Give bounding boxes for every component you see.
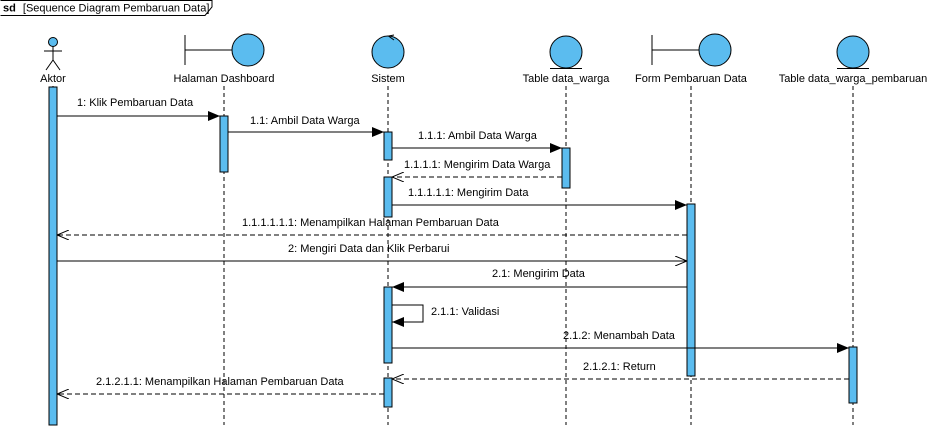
message-arrow [392, 304, 424, 327]
lifeline-label-form: Form Pembaruan Data [635, 73, 748, 85]
message-2-1-2-1[interactable]: 2.1.2.1: Return [392, 361, 849, 379]
message-1-1[interactable]: 1.1: Ambil Data Warga [228, 115, 384, 137]
boundary-icon [184, 33, 265, 67]
actor-icon [44, 37, 62, 71]
activation-sistem-1 [383, 131, 393, 161]
message-2-1-2-1-1[interactable]: 2.1.2.1.1: Menampilkan Halaman Pembaruan… [57, 376, 384, 394]
activations [48, 86, 858, 426]
activation-tbl-warga [561, 147, 571, 189]
lifeline-label-sistem: Sistem [371, 73, 405, 85]
activation-sistem-2 [383, 176, 393, 218]
lifeline-label-aktor: Aktor [40, 73, 66, 85]
activation-tbl-pembaruan [848, 346, 858, 404]
message-label: 2.1: Mengirim Data [492, 268, 586, 280]
frame-keyword: sd [3, 3, 16, 15]
frame-title: [Sequence Diagram Pembaruan Data] [23, 3, 210, 15]
message-1-1-1[interactable]: 1.1.1: Ambil Data Warga [392, 130, 562, 153]
lifeline-sistem[interactable]: Sistem [371, 34, 405, 425]
message-label: 1.1.1.1.1: Mengirim Data [408, 187, 529, 199]
message-1-1-1-1[interactable]: 1.1.1.1: Mengirim Data Warga [392, 159, 562, 177]
messages: 1: Klik Pembaruan Data 1.1: Ambil Data W… [57, 97, 849, 394]
message-label: 1: Klik Pembaruan Data [77, 97, 194, 109]
activation-dashboard [219, 115, 229, 173]
message-label: 2: Mengiri Data dan Klik Perbarui [288, 243, 449, 255]
lifeline-tbl-warga[interactable]: Table data_warga [523, 35, 611, 425]
message-1-1-1-1-1[interactable]: 1.1.1.1.1: Mengirim Data [392, 187, 687, 210]
lifelines: Aktor Halaman Dashboard Sistem [40, 33, 928, 425]
lifeline-label-dashboard: Halaman Dashboard [174, 73, 275, 85]
message-label: 1.1: Ambil Data Warga [250, 115, 361, 127]
message-label: 1.1.1: Ambil Data Warga [418, 130, 538, 142]
message-label: 2.1.1: Validasi [431, 306, 499, 318]
message-2-1-2[interactable]: 2.1.2: Menambah Data [392, 330, 849, 353]
activation-aktor [48, 86, 58, 426]
boundary-icon [651, 33, 732, 67]
message-label: 2.1.2.1.1: Menampilkan Halaman Pembaruan… [96, 376, 345, 388]
message-label: 1.1.1.1.1.1: Menampilkan Halaman Pembaru… [242, 217, 500, 229]
svg-text:sd [Sequence Diagram Pem: sd [Sequence Diagram Pembaruan Data] [3, 3, 209, 15]
control-icon [371, 34, 405, 69]
frame-label-tab [0, 0, 213, 16]
lifeline-label-tbl-warga: Table data_warga [523, 73, 611, 85]
activation-sistem-4 [383, 377, 393, 408]
message-1-1-1-1-1-1[interactable]: 1.1.1.1.1.1: Menampilkan Halaman Pembaru… [57, 217, 687, 235]
lifeline-dashboard[interactable]: Halaman Dashboard [174, 33, 275, 425]
entity-icon [549, 35, 583, 69]
message-label: 2.1.2: Menambah Data [563, 330, 676, 342]
message-1[interactable]: 1: Klik Pembaruan Data [57, 97, 220, 121]
message-2-1[interactable]: 2.1: Mengirim Data [392, 268, 687, 292]
message-label: 1.1.1.1: Mengirim Data Warga [404, 159, 551, 171]
activation-sistem-3 [383, 286, 393, 364]
message-2[interactable]: 2: Mengiri Data dan Klik Perbarui [57, 243, 687, 261]
lifeline-label-tbl-pembaruan: Table data_warga_pembaruan [779, 73, 928, 85]
entity-icon [836, 35, 870, 69]
activation-form [686, 203, 696, 377]
message-label: 2.1.2.1: Return [583, 361, 656, 373]
message-2-1-1[interactable]: 2.1.1: Validasi [392, 304, 499, 327]
frame-label: sd [Sequence Diagram Pembaruan Data] [0, 0, 213, 16]
